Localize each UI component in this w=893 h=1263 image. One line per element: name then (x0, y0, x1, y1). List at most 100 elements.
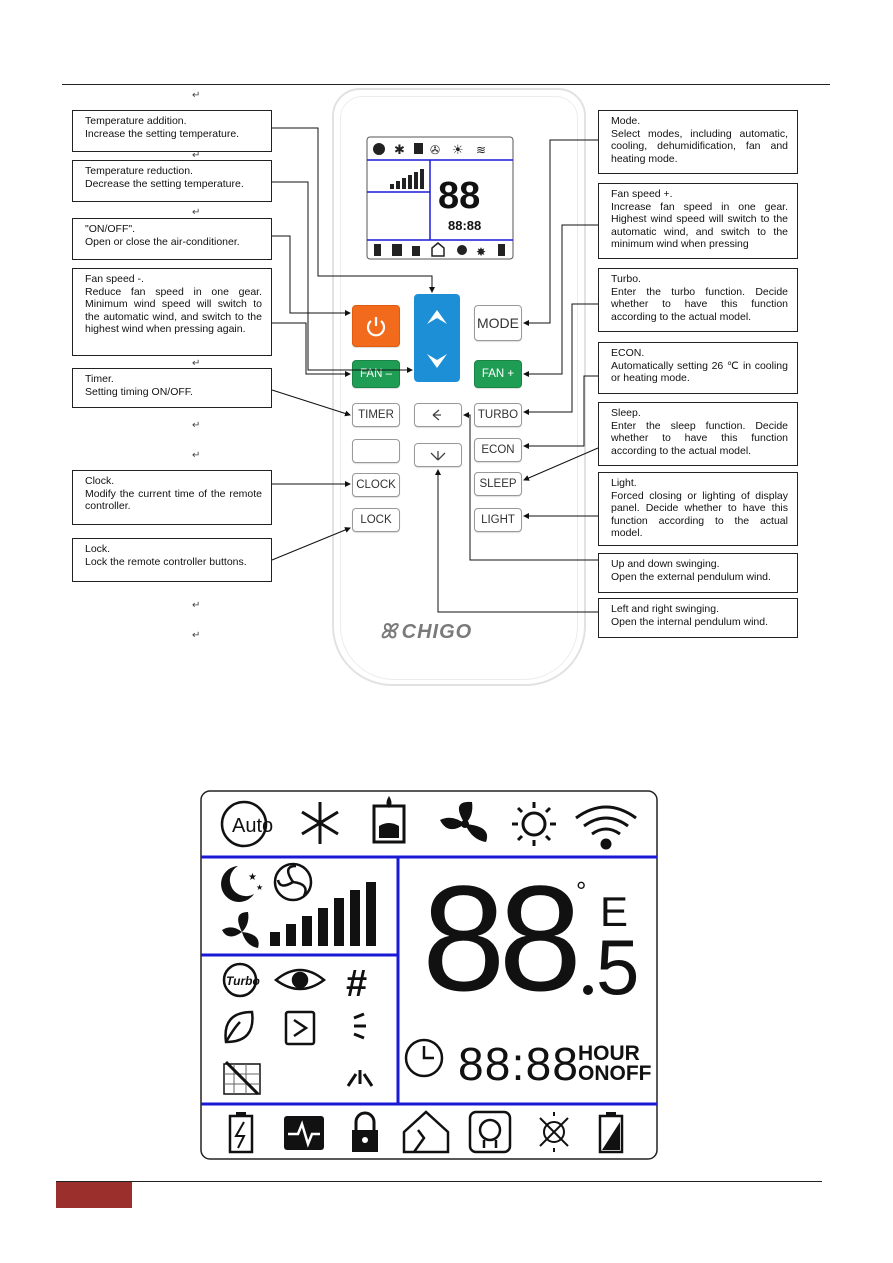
home-icon (402, 1110, 450, 1154)
arrow-down-icon (427, 354, 447, 368)
lock-button[interactable]: LOCK (352, 508, 400, 532)
brain-icon (468, 1110, 512, 1154)
lcd-mode-icons: ✱ ✇ ☀≋ (373, 142, 486, 157)
arrow-up-icon (427, 310, 447, 324)
annotation-title: "ON/OFF". (85, 223, 136, 235)
chigo-logo-icon: ꕤ (380, 621, 398, 643)
annotation-econ: ECON. Automatically setting 26 ℃ in cool… (598, 342, 798, 394)
lcd-time: 88:88 (448, 218, 481, 233)
annotation-desc: Modify the current time of the remote co… (85, 487, 262, 513)
annotation-desc: Open the internal pendulum wind. (611, 615, 769, 628)
annotation-turbo: Turbo. Enter the turbo function. Decide … (598, 268, 798, 332)
econ-mode-icon (284, 1010, 316, 1046)
annotation-title: Lock. (85, 543, 111, 555)
svg-text:★: ★ (248, 872, 257, 883)
annotation-title: Timer. (85, 373, 114, 385)
signal-icon (575, 805, 637, 850)
annotation-up-down-swing: Up and down swinging. Open the external … (598, 553, 798, 593)
battery-charge-icon (228, 1112, 254, 1154)
vertical-swing-icon (353, 1012, 366, 1040)
annotation-sleep: Sleep. Enter the sleep function. Decide … (598, 402, 798, 466)
annotation-title: Sleep. (611, 407, 641, 419)
left-right-swing-button[interactable] (414, 443, 462, 467)
annotation-title: Light. (611, 477, 637, 489)
annotation-title: Fan speed +. (611, 188, 673, 200)
horizontal-swing-icon (430, 451, 446, 461)
annotation-lock: Lock. Lock the remote controller buttons… (72, 538, 272, 582)
lock-icon (352, 1111, 378, 1152)
degree-symbol: ° (576, 876, 586, 906)
timer-button[interactable]: TIMER (352, 403, 400, 427)
annotation-title: Fan speed -. (85, 273, 144, 285)
bottom-rule (56, 1181, 822, 1182)
temperature-decimal: 5 (596, 923, 639, 1011)
annotation-title: Clock. (85, 475, 115, 487)
fan-minus-button[interactable]: FAN – (352, 360, 400, 388)
annotation-desc: Automatically setting 26 ℃ in cooling or… (611, 359, 788, 385)
annotation-title: ECON. (611, 347, 645, 359)
annotation-light: Light. Forced closing or lighting of dis… (598, 472, 798, 546)
clock-button[interactable]: CLOCK (352, 473, 400, 497)
annotation-title: Temperature addition. (85, 115, 187, 127)
cool-mode-icon (301, 802, 339, 844)
eye-icon (273, 968, 327, 991)
mode-button[interactable]: MODE (474, 305, 522, 341)
svg-text:≋: ≋ (476, 143, 486, 157)
svg-text:★: ★ (256, 883, 263, 892)
annotation-desc: Increase fan speed in one gear. Highest … (611, 200, 788, 251)
time-digits: 88:88 (458, 1038, 578, 1090)
power-button[interactable] (352, 305, 400, 347)
econ-leaf-icon (224, 1010, 254, 1044)
up-down-swing-button[interactable] (414, 403, 462, 427)
annotation-title: Turbo. (611, 273, 641, 285)
blank-button[interactable] (352, 439, 400, 463)
fan-speed-icon (222, 912, 259, 948)
return-mark: ↵ (192, 207, 201, 218)
return-mark: ↵ (192, 630, 201, 641)
remote-lcd: ✱ ✇ ☀≋ 88 88:88 ✸ (366, 136, 514, 260)
turbo-button[interactable]: TURBO (474, 403, 522, 427)
sleep-button[interactable]: SLEEP (474, 472, 522, 496)
return-mark: ↵ (192, 450, 201, 461)
annotation-left-right-swing: Left and right swinging. Open the intern… (598, 598, 798, 638)
return-mark: ↵ (192, 150, 201, 161)
annotation-title: Temperature reduction. (85, 165, 193, 177)
temperature-digits: 88 (422, 854, 582, 1022)
econ-button[interactable]: ECON (474, 438, 522, 462)
annotation-title: Left and right swinging. (611, 603, 719, 615)
annotation-clock: Clock. Modify the current time of the re… (72, 470, 272, 525)
lcd-bottom-icons: ✸ (374, 242, 505, 259)
remote-inner-outline (340, 96, 578, 680)
annotation-title: Mode. (611, 115, 641, 127)
hash-icon: # (346, 963, 367, 1005)
annotation-desc: Lock the remote controller buttons. (85, 555, 247, 568)
temperature-rocker-button[interactable] (414, 294, 460, 382)
svg-text:✸: ✸ (476, 245, 486, 259)
turbo-icon: Turbo (222, 962, 260, 998)
return-mark: ↵ (192, 358, 201, 369)
annotation-desc: Decrease the setting temperature. (85, 177, 244, 190)
return-mark: ↵ (192, 600, 201, 611)
light-button[interactable]: LIGHT (474, 508, 522, 532)
annotation-temperature-reduction: Temperature reduction. Decrease the sett… (72, 160, 272, 202)
annotation-desc: Enter the sleep function. Decide whether… (611, 419, 788, 457)
top-rule (62, 84, 830, 85)
annotation-desc: Select modes, including automatic, cooli… (611, 127, 788, 165)
annotation-desc: Open the external pendulum wind. (611, 570, 771, 583)
health-icon (284, 1116, 324, 1150)
sleep-icon: ★★ (221, 866, 263, 902)
filter-icon (223, 1060, 261, 1096)
fan-plus-button[interactable]: FAN + (474, 360, 522, 388)
return-mark: ↵ (192, 90, 201, 101)
svg-text:✱: ✱ (394, 142, 405, 157)
lcd-fan-bars (390, 169, 424, 189)
battery-level-icon (598, 1112, 624, 1154)
dry-mode-icon (372, 796, 406, 844)
annotation-on-off: "ON/OFF". Open or close the air-conditio… (72, 218, 272, 260)
brand-name: CHIGO (401, 621, 473, 643)
hour-label: HOUR (578, 1042, 640, 1065)
page-tab (56, 1182, 132, 1208)
vertical-swing-icon (432, 409, 441, 421)
annotation-desc: Forced closing or lighting of display pa… (611, 489, 788, 540)
onoff-label: ONOFF (578, 1062, 652, 1085)
